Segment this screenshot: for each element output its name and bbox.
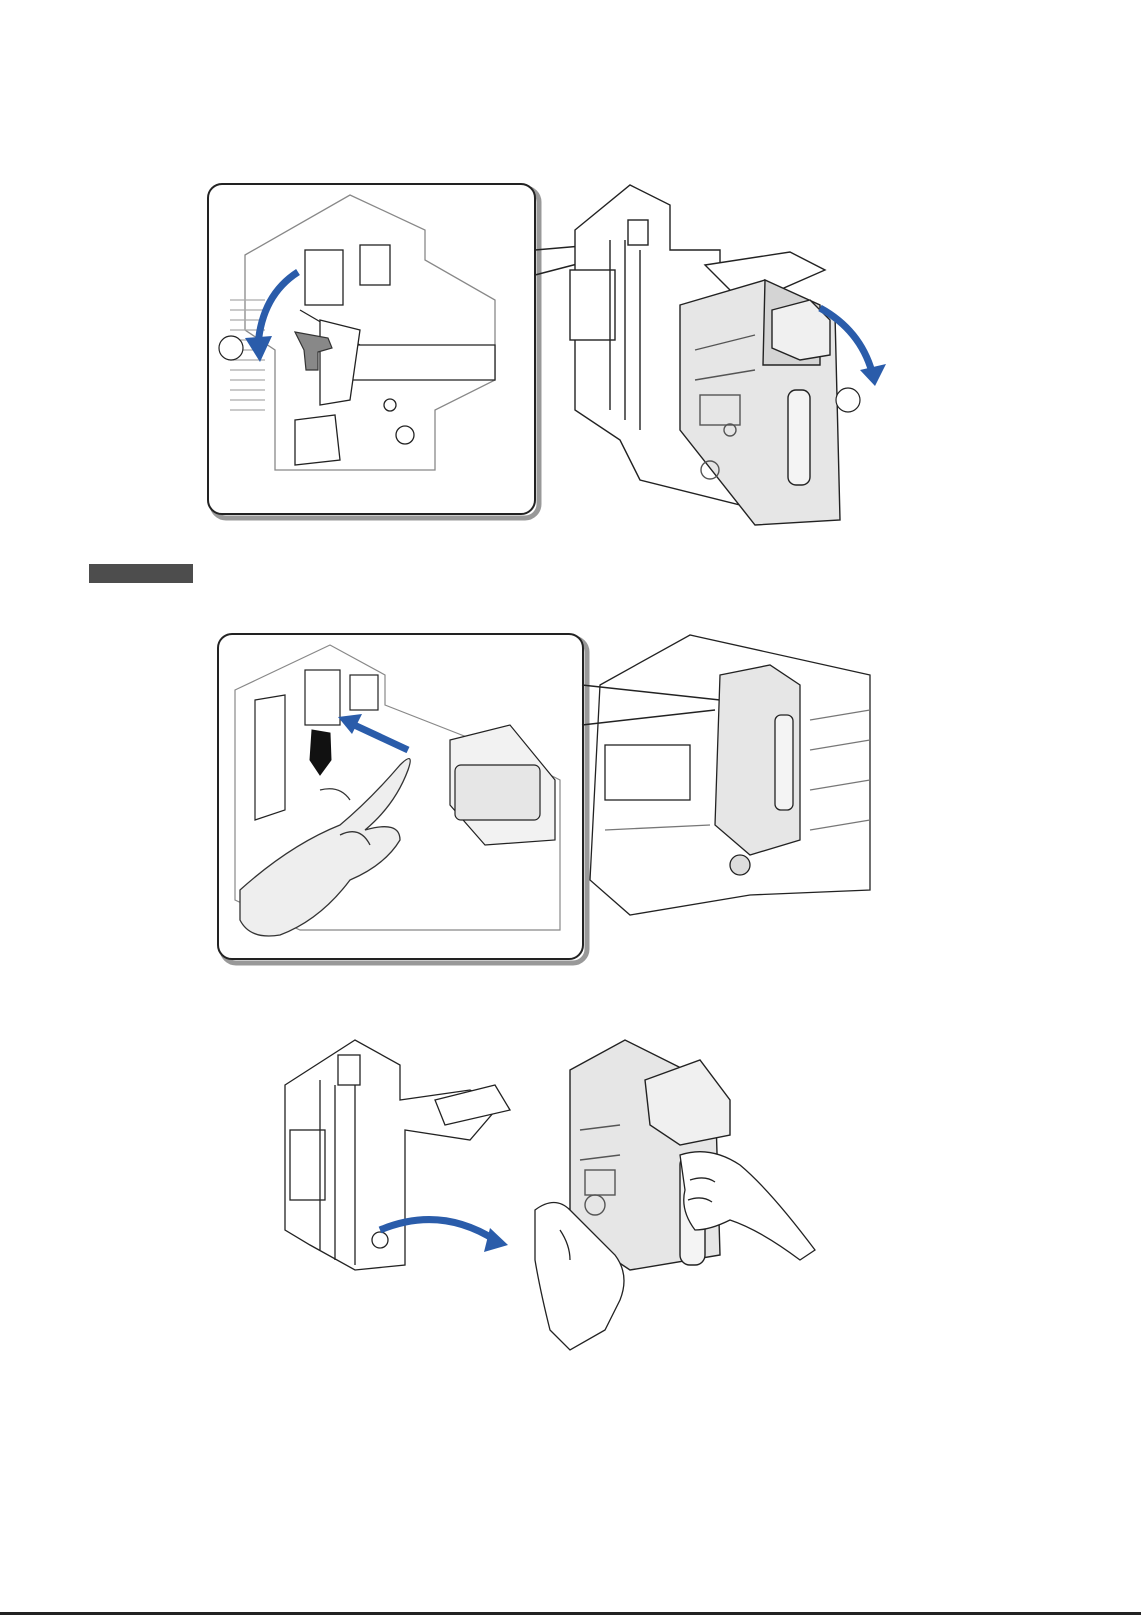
note-tag-bar <box>89 564 193 583</box>
figure-2-leader-lines <box>582 685 720 725</box>
figure-2-device <box>590 635 870 915</box>
figure-3-remove-unit <box>270 1030 830 1360</box>
step-number-circle-right <box>836 388 860 412</box>
step-number-circle-left <box>219 336 243 360</box>
figure-1-lever-and-tilt <box>200 180 920 550</box>
page-bottom-rule <box>0 1612 1141 1615</box>
figure-2-press-latch <box>210 630 910 970</box>
figure-3-base-device <box>285 1040 510 1270</box>
